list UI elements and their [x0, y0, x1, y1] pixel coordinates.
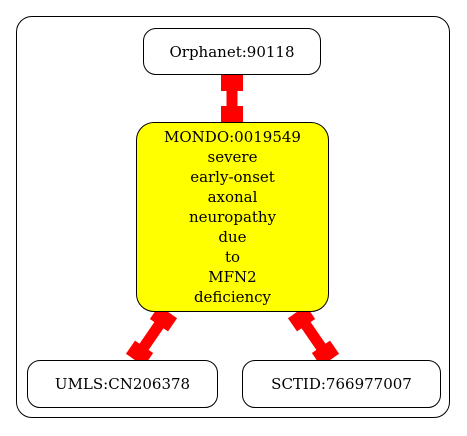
- node-mondo-label-line: due: [218, 228, 247, 246]
- graph-cluster-boundary: [16, 16, 450, 418]
- node-orphanet[interactable]: Orphanet:90118: [143, 28, 321, 75]
- node-mondo-id: MONDO:0019549: [164, 128, 301, 146]
- edge-mondo-sctid-head-box: [311, 340, 340, 367]
- node-umls[interactable]: UMLS:CN206378: [27, 360, 218, 408]
- node-mondo-label-line: to: [224, 248, 241, 266]
- edge-mondo-umls-head-box: [125, 340, 154, 367]
- node-mondo-label-line: deficiency: [193, 288, 272, 306]
- node-mondo-label-line: early-onset: [190, 168, 275, 186]
- edge-mondo-sctid-tail-box: [287, 305, 316, 332]
- node-mondo-label-line: axonal: [207, 188, 258, 206]
- node-orphanet-label: Orphanet:90118: [169, 42, 295, 61]
- node-mondo-label-line: neuropathy: [188, 208, 277, 226]
- edge-orphanet-mondo-tail-box: [221, 75, 243, 91]
- edge-orphanet-mondo-head-box: [221, 106, 243, 122]
- node-sctid[interactable]: SCTID:766977007: [242, 360, 441, 408]
- node-umls-label: UMLS:CN206378: [54, 375, 191, 393]
- node-mondo-label-line: MFN2: [208, 268, 257, 286]
- node-mondo-label-line: severe: [207, 148, 258, 166]
- node-sctid-label: SCTID:766977007: [271, 375, 412, 393]
- node-mondo-center[interactable]: MONDO:0019549 severe early-onset axonal …: [136, 122, 329, 312]
- edge-mondo-umls-tail-box: [149, 305, 178, 332]
